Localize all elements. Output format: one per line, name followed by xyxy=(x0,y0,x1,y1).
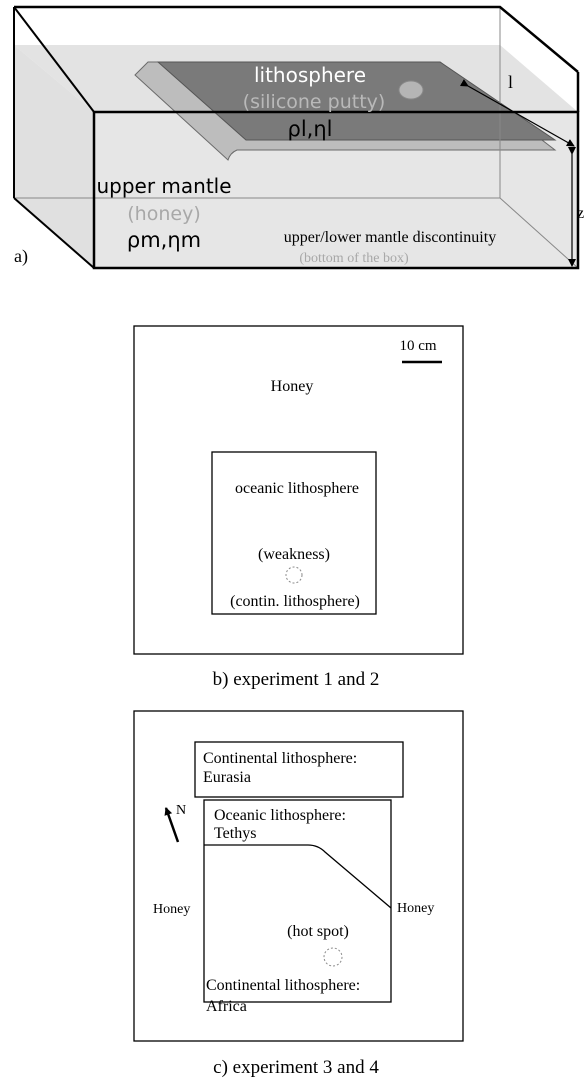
weakness-label: (weakness) xyxy=(258,546,330,563)
panel-b-caption: b) experiment 1 and 2 xyxy=(213,669,380,690)
discontinuity-note: (bottom of the box) xyxy=(299,251,409,266)
depth-label: z xyxy=(577,205,584,222)
box-top-left-edge xyxy=(13,6,95,113)
honey-left-label: Honey xyxy=(153,902,190,917)
box-hidden-edge-diagonal xyxy=(499,197,579,269)
africa-line1: Continental lithosphere: xyxy=(206,977,360,994)
honey-label-b: Honey xyxy=(271,378,314,395)
panel-a-box-diagram: lithosphere (silicone putty) ρl,ηl l upp… xyxy=(13,5,584,270)
honey-front-face xyxy=(94,112,578,268)
length-label: l xyxy=(508,72,513,92)
lithosphere-params: ρl,ηl xyxy=(288,117,333,141)
eurasia-line2: Eurasia xyxy=(203,769,251,786)
mantle-label: upper mantle xyxy=(96,174,231,198)
mantle-material: (honey) xyxy=(127,203,200,225)
panel-c-frame xyxy=(133,710,464,1042)
contin-label: (contin. lithosphere) xyxy=(230,593,360,610)
lithosphere-label: lithosphere xyxy=(254,63,366,87)
plate-outline-c xyxy=(203,799,392,1003)
plate-outline-b xyxy=(211,451,377,615)
north-arrow xyxy=(164,807,180,843)
africa-line2: Africa xyxy=(206,998,247,1015)
hotspot-label: (hot spot) xyxy=(287,923,349,940)
eurasia-line1: Continental lithosphere: xyxy=(203,750,357,767)
north-label: N xyxy=(176,803,186,818)
honey-left-face xyxy=(14,45,94,268)
eurasia-plate xyxy=(194,741,404,798)
box-top-back-edge xyxy=(14,5,579,73)
mantle-params: ρm,ηm xyxy=(127,228,201,252)
box-bottom-left-edge xyxy=(13,197,95,269)
hotspot-circle xyxy=(323,947,343,967)
tethys-line2: Tethys xyxy=(214,825,256,842)
tethys-line1: Oceanic lithosphere: xyxy=(214,807,346,824)
weakness-spot xyxy=(398,80,424,100)
lithosphere-material: (silicone putty) xyxy=(243,91,386,113)
ocean-continent-boundary xyxy=(204,844,392,909)
honey-right-label: Honey xyxy=(397,901,434,916)
panel-c-top-view: Continental lithosphere: Eurasia Oceanic… xyxy=(133,710,464,1078)
scale-bar-label: 10 cm xyxy=(399,338,436,354)
discontinuity-label: upper/lower mantle discontinuity xyxy=(284,229,496,246)
box-front-face xyxy=(92,110,580,270)
oceanic-label-b: oceanic lithosphere xyxy=(235,480,359,497)
panel-c-caption: c) experiment 3 and 4 xyxy=(213,1057,379,1078)
panel-b-frame xyxy=(133,325,464,655)
length-arrow xyxy=(459,79,575,147)
panel-b-top-view: 10 cm Honey oceanic lithosphere (weaknes… xyxy=(133,325,464,690)
weakness-circle xyxy=(285,566,303,584)
panel-a-label: a) xyxy=(14,246,28,267)
